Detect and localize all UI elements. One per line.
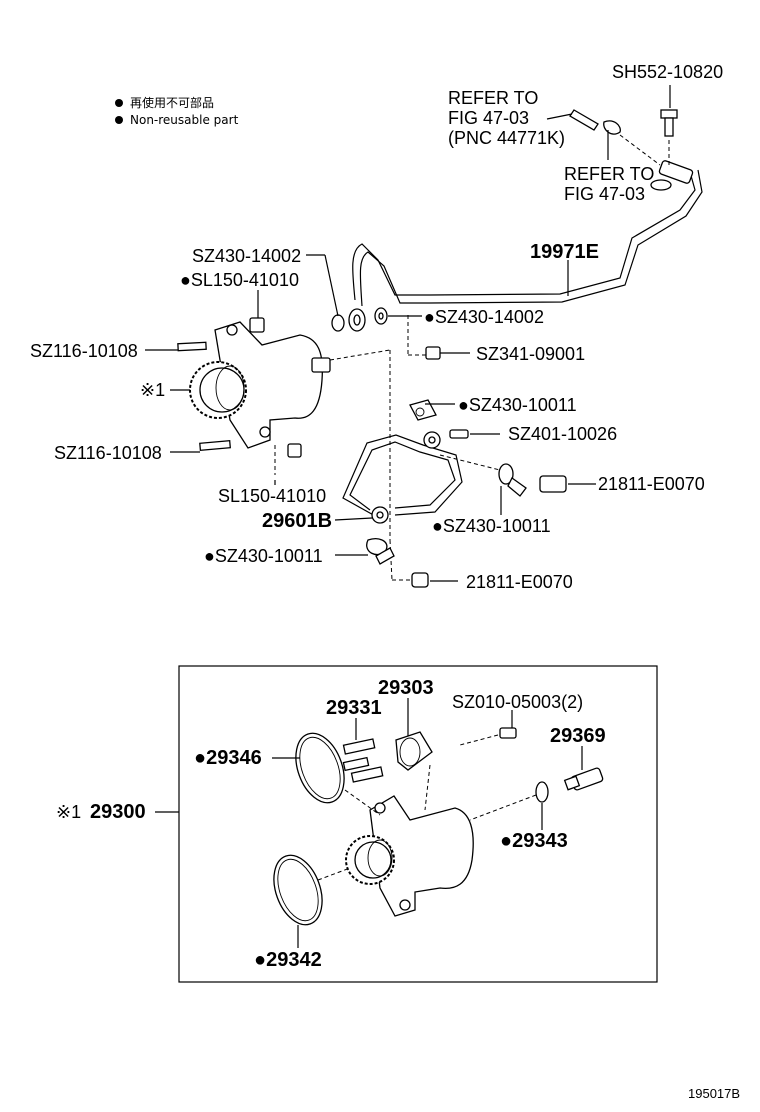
- inset-gear-icon: [345, 835, 395, 885]
- part-label-sl150-41010-b: SL150-41010: [218, 486, 326, 506]
- part-label-29601b: 29601B: [262, 510, 332, 532]
- refer-label-a-line2: FIG 47-03: [448, 108, 529, 128]
- part-label-sz430-10011-a: ●SZ430-10011: [458, 395, 577, 415]
- part-label-sz430-10011-c: ●SZ430-10011: [204, 546, 323, 566]
- legend-text-jp: 再使用不可部品: [130, 95, 214, 110]
- refer-label-b-line1: REFER TO: [564, 164, 654, 184]
- part-label-29331: 29331: [326, 697, 382, 719]
- inset-labels: ※1 29300 29303 29331 SZ010-05003(2) 2936…: [56, 677, 606, 971]
- refer-label-b-line2: FIG 47-03: [564, 184, 645, 204]
- part-label-sz010-05003: SZ010-05003(2): [452, 692, 583, 712]
- part-label-29369: 29369: [550, 725, 606, 747]
- refer-label-a-line1: REFER TO: [448, 88, 538, 108]
- pump-gear-icon: [189, 361, 247, 419]
- upper-assembly: [177, 109, 703, 588]
- legend: 再使用不可部品 Non-reusable part: [115, 95, 239, 127]
- inset-assembly: [155, 665, 658, 983]
- upper-labels: REFER TO FIG 47-03 (PNC 44771K) REFER TO…: [30, 62, 723, 592]
- part-label-sz341-09001: SZ341-09001: [476, 344, 585, 364]
- group-ref-mark: ※1: [56, 802, 81, 822]
- part-label-sz430-10011-b: ●SZ430-10011: [432, 516, 551, 536]
- ref-mark-1: ※1: [140, 380, 165, 400]
- part-label-29346: ●29346: [194, 747, 262, 769]
- part-label-sz401-10026: SZ401-10026: [508, 424, 617, 444]
- inset-frame: [178, 665, 658, 983]
- part-label-21811-e0070-b: 21811-E0070: [466, 572, 573, 592]
- part-label-29303: 29303: [378, 677, 434, 699]
- part-label-29300: 29300: [90, 801, 146, 823]
- non-reusable-bullet-icon: [115, 116, 123, 124]
- part-label-sz430-14002-a: SZ430-14002: [192, 246, 301, 266]
- part-label-29343: ●29343: [500, 830, 568, 852]
- legend-text-en: Non-reusable part: [130, 113, 239, 127]
- part-label-21811-e0070-a: 21811-E0070: [598, 474, 705, 494]
- part-label-sz430-14002-b: ●SZ430-14002: [424, 307, 544, 327]
- part-label-sl150-41010-a: ●SL150-41010: [180, 270, 299, 290]
- leader-lines: [145, 85, 671, 582]
- part-label-19971e: 19971E: [530, 241, 599, 263]
- refer-label-a-line3: (PNC 44771K): [448, 128, 565, 148]
- part-label-sz116-10108-b: SZ116-10108: [54, 443, 162, 463]
- figure-id: 195017B: [688, 1086, 740, 1101]
- part-label-sz116-10108-a: SZ116-10108: [30, 341, 138, 361]
- part-label-sh552-10820: SH552-10820: [612, 62, 723, 82]
- part-label-29342: ●29342: [254, 949, 322, 971]
- non-reusable-bullet-icon: [115, 99, 123, 107]
